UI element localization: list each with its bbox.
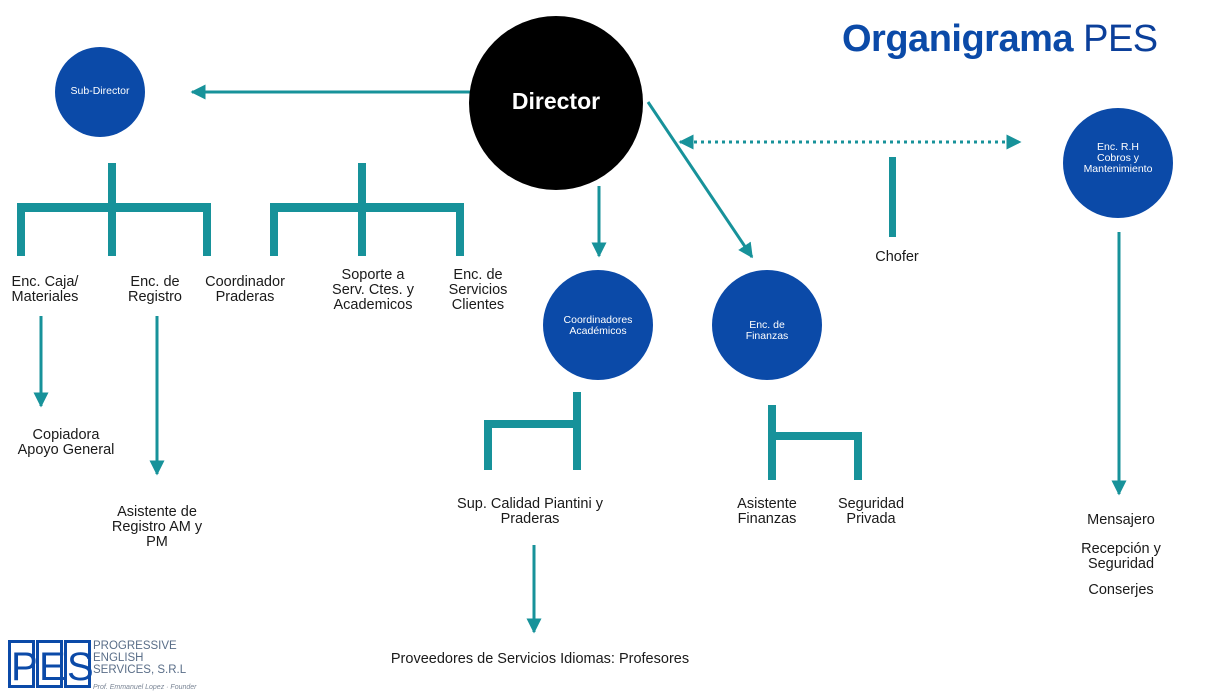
node-finanzas (712, 270, 822, 380)
logo-letter-s: S (64, 640, 94, 689)
logo-letter-e: E (36, 640, 66, 689)
node-subdirector (55, 47, 145, 137)
node-coordinadores (543, 270, 653, 380)
subdirector-label: Sub-Director (70, 85, 130, 97)
label-conserjes: Conserjes (1088, 582, 1154, 598)
logo-company-name: PROGRESSIVE ENGLISH SERVICES, S.R.L (93, 640, 187, 676)
label-caja: Enc. Caja/Materiales (11, 274, 79, 305)
bracket-soporte (270, 163, 464, 256)
logo-letter-p: P (8, 640, 38, 689)
label-chofer: Chofer (875, 249, 919, 265)
node-rh (1063, 108, 1173, 218)
arrow-director-to-finanzas (646, 101, 754, 259)
bracket-finanzas (768, 405, 862, 480)
director-label: Director (511, 88, 601, 114)
node-director (469, 16, 643, 190)
label-proveedores: Proveedores de Servicios Idiomas: Profes… (390, 651, 690, 667)
logo-signature: Prof. Emmanuel Lopez · Founder (93, 684, 197, 691)
bracket-subdirector (17, 163, 211, 256)
label-mensajero: Mensajero (1087, 512, 1155, 528)
page-title: Organigrama PES (842, 18, 1158, 60)
bar-chofer (889, 157, 896, 237)
bracket-coordinadores (484, 392, 581, 470)
